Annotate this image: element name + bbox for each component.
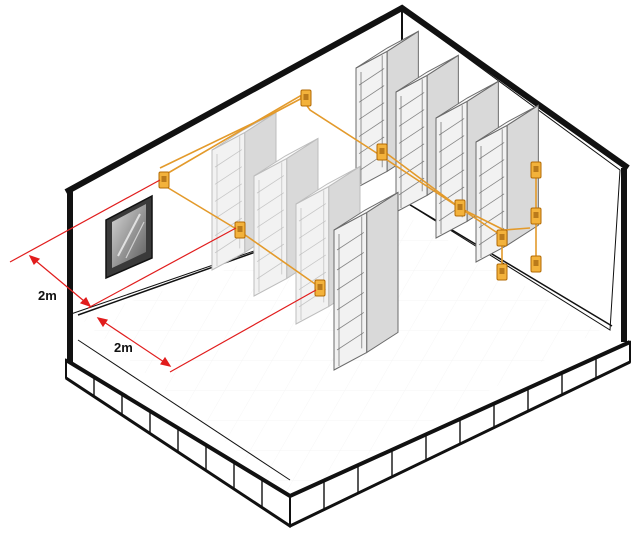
temperature-sensor-icon (234, 221, 246, 239)
server-rack (333, 191, 399, 371)
dimension-line-1 (9, 179, 161, 263)
temperature-sensor-icon (314, 279, 326, 297)
temperature-sensor-icon (530, 207, 542, 225)
floor-edge-front-left (77, 339, 291, 481)
dimension-line-2 (87, 227, 237, 309)
temperature-sensor-icon (496, 229, 508, 247)
temperature-sensor-icon (530, 255, 542, 273)
window-icon (105, 194, 153, 280)
arrowhead-2b (160, 356, 172, 367)
dimension-arrow-2 (97, 317, 171, 367)
arrowhead-1a (28, 254, 41, 266)
temperature-sensor-icon (300, 89, 312, 107)
temperature-sensor-icon (530, 161, 542, 179)
temperature-sensor-icon (376, 143, 388, 161)
temperature-sensor-icon (158, 171, 170, 189)
cable-back-racks (381, 149, 503, 272)
dimension-label-2: 2m (114, 340, 133, 355)
dimension-line-3 (169, 289, 317, 373)
wall-top-edge (64, 4, 630, 195)
dimension-arrow-1 (29, 255, 91, 307)
cable-wall-run (159, 95, 307, 169)
temperature-sensor-icon (454, 199, 466, 217)
floor-slab (64, 340, 631, 528)
sensor-group (158, 89, 542, 297)
arrowhead-2a (96, 317, 108, 328)
dimension-label-1: 2m (38, 288, 57, 303)
rack-group (211, 30, 539, 371)
arrowhead-1b (79, 296, 92, 308)
dimension-markers (9, 179, 317, 373)
temperature-sensor-icon (496, 263, 508, 281)
